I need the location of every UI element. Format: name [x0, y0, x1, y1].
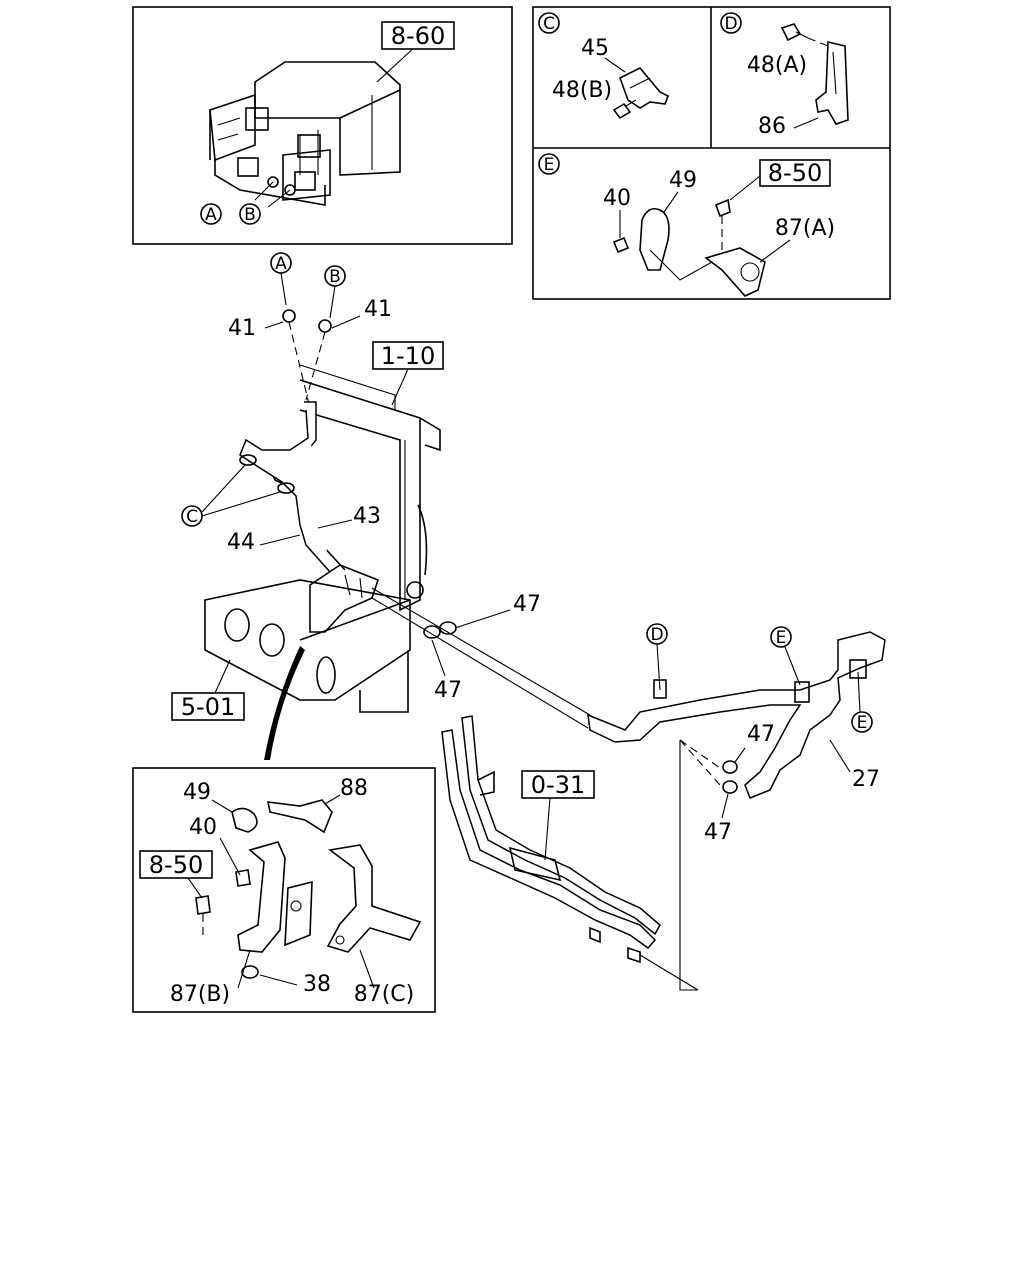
bolt-48b	[612, 102, 632, 120]
bracket-87b	[237, 841, 286, 953]
circle-label-b-main: B	[329, 267, 341, 287]
part-49-label-e: 49	[669, 168, 697, 193]
part-47-label-a: 47	[513, 592, 541, 617]
part-87b-label: 87(B)	[170, 982, 230, 1007]
circle-label-a-main: A	[275, 254, 287, 274]
part-87a-label: 87(A)	[775, 216, 835, 241]
circle-marker-e-main-1	[770, 626, 792, 648]
bracket-87c	[326, 844, 422, 953]
clamp-47-a	[423, 625, 441, 639]
ref-8-50-e: 8-50	[768, 159, 822, 187]
circle-marker-b	[239, 203, 261, 225]
part-47-label-b: 47	[434, 678, 462, 703]
ref-box-8-50-b	[139, 850, 213, 879]
clamp-47-c	[722, 760, 738, 774]
bolt-8-50-b	[195, 895, 211, 915]
ref-0-31: 0-31	[531, 771, 585, 799]
detail-panels: C 45 48(B) D 48(A) 86 E 40	[532, 6, 891, 300]
inset-bracket-panel: 49 88 40 8-50 87(B) 38 87(C)	[132, 767, 436, 1013]
part-87c-label: 87(C)	[354, 982, 415, 1007]
clamp-49-b	[231, 807, 258, 833]
part-48a-label: 48(A)	[747, 53, 807, 78]
bracket-e-main-1	[794, 681, 810, 703]
clamp-c-2	[277, 482, 295, 494]
circle-label-e-main-2: E	[857, 713, 868, 733]
part-48b-label: 48(B)	[552, 78, 612, 103]
ref-8-50-b: 8-50	[149, 851, 203, 879]
part-41-label-b: 41	[364, 297, 392, 322]
inset-bracket-frame	[132, 767, 436, 1013]
clamp-45	[619, 67, 670, 109]
bracket-87a	[704, 247, 766, 297]
ref-box-8-60	[381, 21, 455, 50]
part-38-label: 38	[303, 972, 331, 997]
part-44-label: 44	[227, 530, 255, 555]
inset-unit-frame	[132, 6, 513, 245]
bracket-86	[815, 40, 849, 125]
bracket-cluster	[309, 564, 379, 633]
ref-box-5-01	[171, 692, 245, 721]
clamp-41-a	[282, 309, 296, 323]
detail-e-label: E	[544, 155, 555, 175]
part-49-label-b: 49	[183, 780, 211, 805]
connector-a-fitting	[267, 176, 279, 188]
nut-40-b	[235, 869, 251, 887]
pipe-assembly-0-31	[441, 729, 657, 950]
ref-5-01: 5-01	[181, 693, 235, 721]
bracket-88	[266, 799, 333, 834]
detail-c-label: C	[543, 14, 555, 34]
circle-label-a: A	[205, 205, 217, 225]
nut-38	[241, 965, 259, 979]
bolt-8-50-e	[714, 198, 731, 218]
ref-1-10: 1-10	[381, 342, 435, 370]
clamp-49-e	[639, 207, 670, 271]
frame-rail	[204, 579, 411, 701]
pipe-27	[587, 631, 886, 799]
circle-label-b: B	[244, 205, 256, 225]
circle-label-d-main: D	[650, 625, 663, 645]
inset-unit-panel: 8-60 A B	[132, 6, 513, 245]
detail-panel-e: E 40 49 8-50 87(A)	[538, 153, 835, 297]
part-41-label-a: 41	[228, 316, 256, 341]
ref-8-60: 8-60	[391, 22, 445, 50]
part-43-label: 43	[353, 504, 381, 529]
part-88-label: 88	[340, 776, 368, 801]
connector-b-fitting	[284, 184, 296, 196]
circle-label-e-main-1: E	[776, 628, 787, 648]
clamp-41-b	[318, 319, 332, 333]
circle-marker-e-main-2	[851, 711, 873, 733]
ref-box-1-10	[372, 341, 444, 370]
pipe-44	[239, 409, 331, 573]
detail-callout-curve	[264, 646, 305, 760]
part-47-label-d: 47	[704, 820, 732, 845]
part-86-label: 86	[758, 114, 786, 139]
circle-marker-a	[200, 203, 222, 225]
clamp-47-d	[722, 780, 738, 794]
ref-box-0-31	[521, 770, 595, 799]
bracket-e-main-2	[849, 659, 867, 679]
clamp-c-1	[239, 454, 257, 466]
unit-body	[254, 61, 401, 176]
ref-box-8-50-e	[759, 159, 831, 187]
main-assembly: A B 41 41 1-10 C 43 44	[171, 252, 886, 991]
nut-40-e	[612, 236, 630, 254]
detail-panel-d: D 48(A) 86	[720, 12, 849, 139]
bracket-d-main	[653, 679, 667, 699]
circle-label-c-main: C	[186, 507, 198, 527]
part-40-label-e: 40	[603, 186, 631, 211]
part-40-label-b: 40	[189, 815, 217, 840]
part-47-label-c: 47	[747, 722, 775, 747]
detail-d-label: D	[724, 14, 737, 34]
part-45-label: 45	[581, 36, 609, 61]
part-27-label: 27	[852, 767, 880, 792]
detail-panel-c: C 45 48(B)	[538, 12, 670, 120]
